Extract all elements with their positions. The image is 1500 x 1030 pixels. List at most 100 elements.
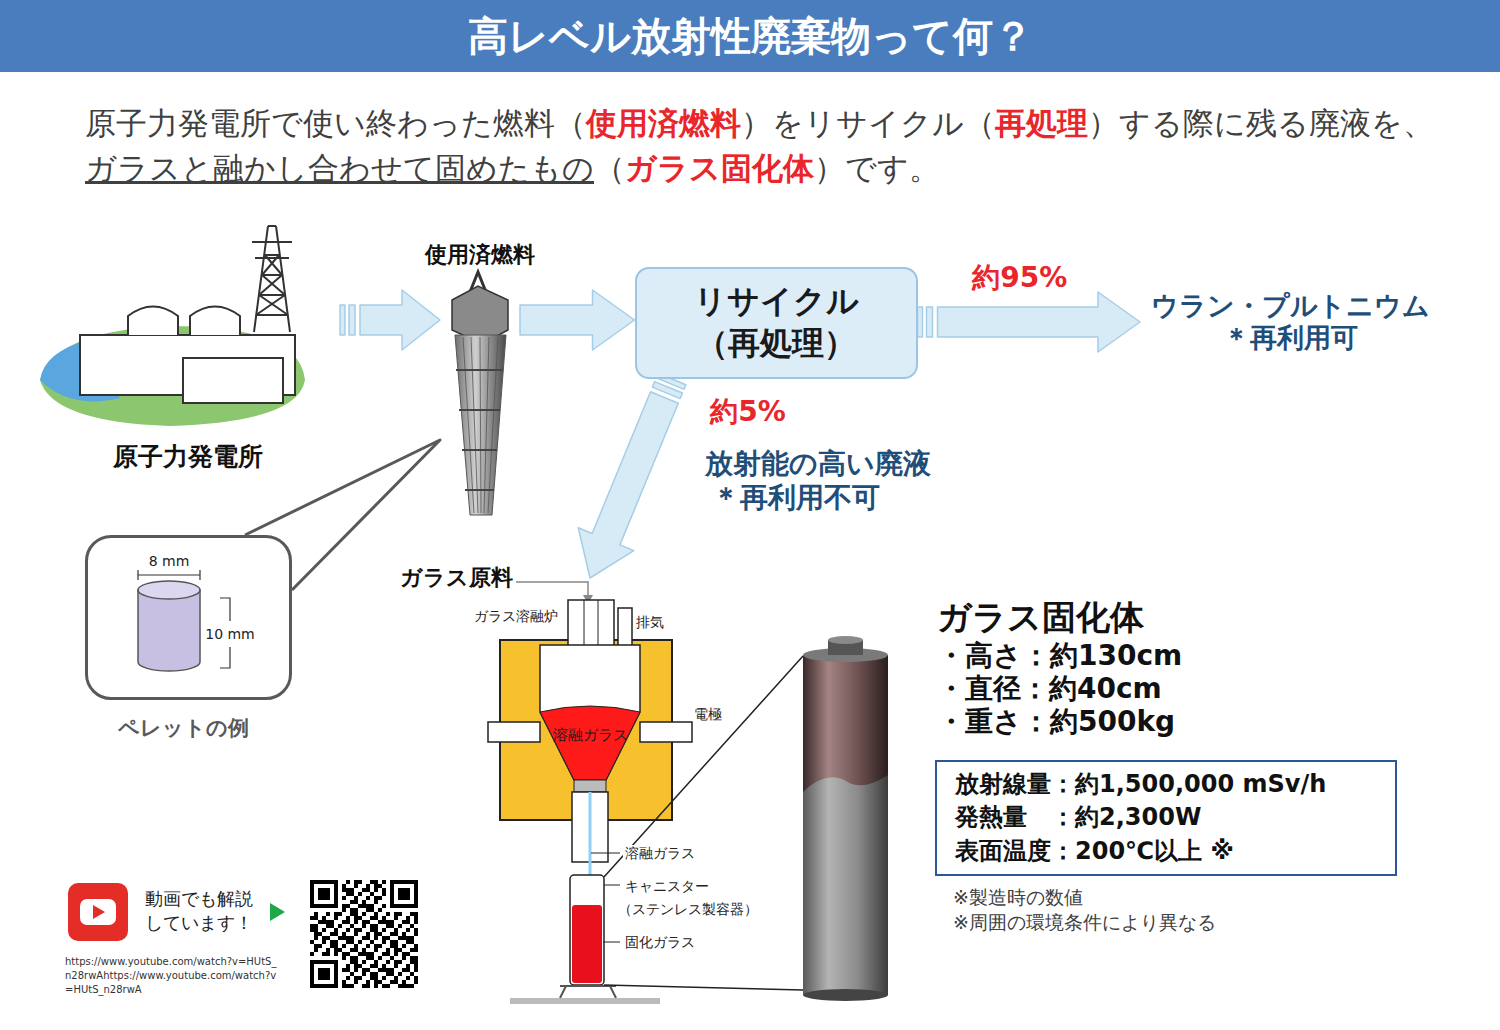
node-label: ペレットの例 [88,716,278,741]
text-label: 電極 [694,706,722,723]
floor [510,998,660,1004]
text-label: 8 mm [138,553,200,570]
video-icon [68,883,128,941]
qr-code [310,880,418,988]
text-label: ・重さ：約500kg [937,705,1175,739]
pointer-triangle [270,903,285,921]
text-label: ・直径：約40cm [937,672,1162,706]
keyword: ガラス固化体 [625,150,814,186]
callout-line [604,656,803,990]
process-box: リサイクル（再処理） [635,267,918,379]
node-label: ウラン・プルトニウム [1151,290,1430,322]
melting-furnace: ガラス溶融炉溶融ガラス [470,578,700,823]
qr-finder [394,884,414,904]
edge-label: 約95% [969,261,1070,295]
intro-segment: ガラスと融かし合わせて固めたもの [85,150,594,186]
cylinder-cap-top [828,636,863,644]
qr-finder [398,888,410,900]
node-label: リサイクル [694,281,859,323]
video-icon-screen [80,899,116,925]
text-label: https://www.youtube.com/watch?v=HUtS_n28… [65,955,277,997]
node-label: （再処理） [696,323,856,365]
qr-ground [310,880,418,988]
text-label: 10 mm [202,626,258,643]
qr-modules [310,880,418,988]
electrode [488,722,540,742]
intro-segment: ）です。 [814,150,940,186]
output-text: ウラン・プルトニウム＊再利用可 [1140,286,1440,359]
fuel-body [455,335,506,515]
intro-segment: ）する際に残る廃液を、 [1088,105,1434,141]
power-plant-illustration [40,226,305,426]
qr-clear [386,880,418,912]
pellet-top [138,581,200,599]
molten-glass [540,706,640,780]
qr-clear [310,880,342,912]
keyword: 再処理 [995,105,1088,141]
fuel-assembly: 使用済燃料 [440,240,520,520]
ground [40,326,305,426]
page-title: 高レベル放射性廃棄物って何？ [0,0,1500,72]
text-label: ガラス固化体 [937,597,1144,638]
node-label: 発熱量 ：約2,300W [955,801,1201,834]
flow-arrow [578,373,686,578]
canister [570,875,604,985]
qr-finder [310,960,338,988]
qr-finder [314,884,334,904]
feed-pipe [568,600,614,646]
text-label: ※周囲の環境条件により異なる [953,911,1216,934]
text-label: 排気 [636,614,664,631]
solidified-glass [572,905,602,983]
flow-arrow [340,290,440,350]
intro-segment: （ [594,150,625,186]
text-label: 動画でも解説 しています！ [145,887,265,936]
pellet [138,590,200,671]
spec-box: 放射線量：約1,500,000 mSv/h発熱量 ：約2,300W表面温度：20… [935,760,1397,876]
text-label: キャニスター [623,878,711,895]
building [183,358,283,403]
cylinder-body [803,655,888,995]
qr-finder [318,968,330,980]
node-label: ガラス溶融炉 [474,608,574,625]
canister-stand [560,986,616,998]
flow-arrow [918,292,1141,352]
nozzle [574,780,606,792]
intro-segment: ）をリサイクル（ [741,105,995,141]
pellet-illustration [138,570,230,671]
text-label: 溶融ガラス [623,845,697,862]
pylon [252,226,292,332]
node-label: 溶融ガラス [540,726,640,744]
keyword: 使用済燃料 [586,105,741,141]
qr-finder [318,888,330,900]
cylinder-band [803,655,888,792]
text-label: 放射能の高い廃液 [705,447,931,481]
text-label: （ステンレス製容器） [616,901,760,918]
fuel-spacers [456,370,503,490]
qr-finder [314,964,334,984]
node-label: 放射線量：約1,500,000 mSv/h [955,768,1326,801]
cylinder-bottom [803,989,888,1001]
node-label: ＊再利用可 [1223,322,1358,354]
fuel-rods [463,337,498,513]
exhaust-pipe [618,608,632,646]
video-icon-play [93,905,105,919]
text-label: ガラス原料 [400,565,513,591]
text-label: ・高さ：約130cm [937,639,1182,673]
reactor-dome [190,307,240,336]
qr-clear [310,956,342,988]
qr-finder [390,880,418,908]
flow-arrow [520,290,635,350]
text-label: ※製造時の数値 [953,886,1083,909]
vitrified-waste-illustration [803,636,888,1001]
qr-modules [310,880,418,988]
fuel-assembly-illustration [452,272,508,515]
dimension-line [138,570,200,580]
node-label: 原子力発電所 [98,442,278,472]
intro-text: 原子力発電所で使い終わった燃料（使用済燃料）をリサイクル（再処理）する際に残る廃… [85,101,1485,191]
furnace-chamber [540,645,640,780]
pointer-line [516,582,588,596]
reactor-dome [128,307,178,336]
electrode [640,722,692,742]
video-icon-bg [68,883,128,941]
